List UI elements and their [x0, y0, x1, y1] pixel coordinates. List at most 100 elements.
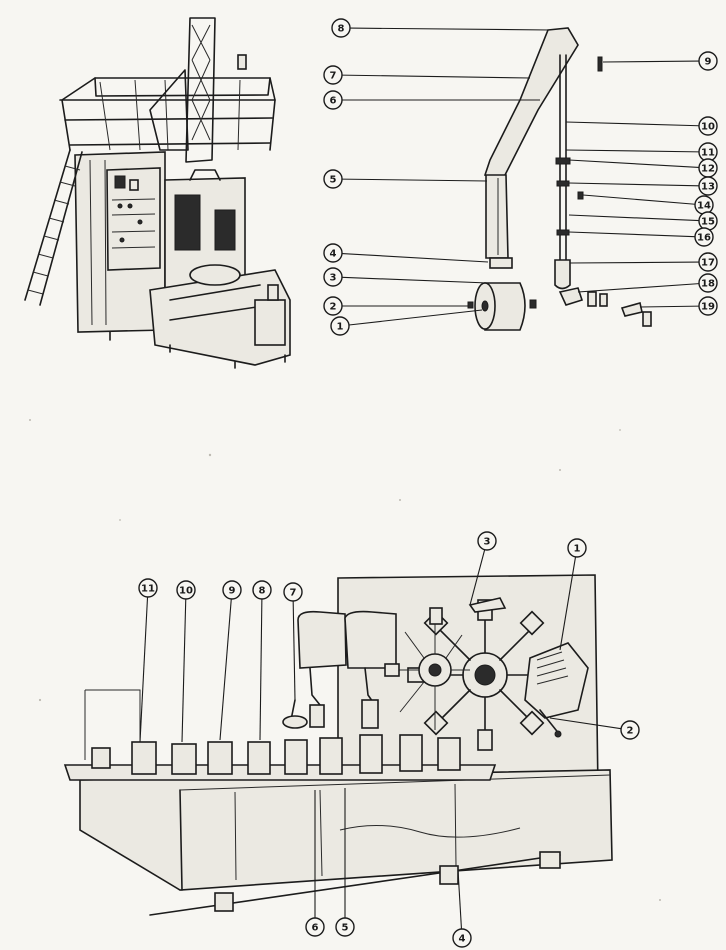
callout-leader-line — [341, 178, 488, 182]
callout-leader-line — [568, 214, 700, 222]
callout-number: 10 — [179, 586, 193, 597]
callout-leader-line — [568, 159, 700, 169]
callout-number: 13 — [701, 182, 715, 193]
callout-exploded-parts-15: 15 — [568, 211, 718, 231]
callout-exploded-parts-14: 14 — [582, 194, 714, 215]
callout-circle — [335, 917, 355, 937]
callout-number: 1 — [574, 544, 581, 555]
callout-number: 18 — [701, 279, 715, 290]
callout-number: 2 — [330, 302, 337, 313]
callout-circle — [698, 51, 718, 71]
callout-number: 19 — [701, 302, 715, 313]
callout-leader-line — [348, 309, 483, 326]
callout-exploded-parts-13: 13 — [568, 176, 718, 196]
callout-leader-line — [341, 276, 489, 284]
callout-circle — [694, 227, 714, 247]
callout-exploded-parts-1: 1 — [330, 309, 483, 336]
callout-number: 1 — [337, 322, 344, 333]
callout-leader-line — [457, 869, 463, 930]
callout-filling-machine-6: 6 — [305, 790, 325, 937]
callout-leader-line — [639, 305, 700, 308]
callout-number: 7 — [290, 588, 297, 599]
machine-overview-drawing — [24, 17, 291, 369]
callout-exploded-parts-12: 12 — [568, 158, 718, 178]
callout-leader-line — [569, 261, 700, 264]
callout-filling-machine-8: 8 — [252, 580, 272, 741]
callout-circle — [698, 273, 718, 293]
callout-circle — [620, 720, 640, 740]
callout-leader-line — [469, 549, 486, 606]
callout-number: 5 — [342, 923, 349, 934]
callout-leader-line — [559, 556, 577, 651]
callout-exploded-parts-18: 18 — [577, 273, 718, 293]
callout-circle — [698, 252, 718, 272]
callout-exploded-parts-19: 19 — [639, 296, 718, 316]
callout-circle — [331, 18, 351, 38]
callout-leader-line — [582, 194, 696, 205]
callout-leader-line — [181, 598, 187, 743]
exploded-parts-drawing — [467, 27, 652, 331]
callout-number: 3 — [330, 273, 337, 284]
callout-number: 9 — [705, 57, 712, 68]
callout-circle — [305, 917, 325, 937]
callout-leader-line — [341, 252, 489, 263]
callout-circle — [452, 928, 472, 948]
callout-exploded-parts-8: 8 — [331, 18, 551, 38]
callout-circle — [138, 578, 158, 598]
paper-texture — [29, 419, 661, 901]
callout-number: 8 — [338, 24, 345, 35]
filling-machine-drawing — [63, 574, 613, 916]
callout-number: 6 — [330, 96, 337, 107]
callout-circle — [176, 580, 196, 600]
callout-number: 5 — [330, 175, 337, 186]
callout-circle — [330, 316, 350, 336]
callout-leader-line — [549, 717, 622, 730]
callout-circle — [222, 580, 242, 600]
callout-leader-line — [219, 598, 232, 741]
callout-leader-line — [349, 27, 551, 31]
callout-number: 12 — [701, 164, 715, 175]
callout-circle — [283, 582, 303, 602]
callout-filling-machine-3: 3 — [469, 531, 497, 606]
callout-exploded-parts-17: 17 — [569, 252, 718, 272]
callout-number: 9 — [229, 586, 236, 597]
callout-filling-machine-10: 10 — [176, 580, 196, 743]
callout-leader-line — [565, 121, 700, 127]
callout-labels: 1234567891011121314151617181912345678910… — [138, 18, 718, 948]
callout-circle — [323, 267, 343, 287]
callout-exploded-parts-6: 6 — [323, 90, 540, 110]
callout-circle — [323, 296, 343, 316]
callout-circle — [698, 176, 718, 196]
callout-number: 3 — [484, 537, 491, 548]
callout-number: 14 — [697, 201, 711, 212]
callout-number: 11 — [701, 148, 715, 159]
callout-circle — [323, 169, 343, 189]
callout-filling-machine-7: 7 — [283, 582, 303, 701]
callout-number: 15 — [701, 217, 715, 228]
callout-number: 8 — [259, 586, 266, 597]
callout-exploded-parts-4: 4 — [323, 243, 489, 263]
callout-number: 10 — [701, 122, 715, 133]
callout-number: 6 — [312, 923, 319, 934]
callout-filling-machine-5: 5 — [335, 788, 355, 937]
callout-filling-machine-11: 11 — [138, 578, 158, 743]
callout-number: 2 — [627, 726, 634, 737]
callout-number: 7 — [330, 71, 337, 82]
callout-filling-machine-4: 4 — [452, 869, 472, 948]
callout-leader-line — [259, 598, 263, 741]
callout-number: 16 — [697, 233, 711, 244]
callout-circle — [323, 65, 343, 85]
callout-number: 4 — [459, 934, 466, 945]
rotary-wheel-rear — [384, 607, 470, 730]
callout-filling-machine-2: 2 — [549, 717, 640, 740]
callout-circle — [477, 531, 497, 551]
callout-filling-machine-9: 9 — [219, 580, 242, 741]
callout-leader-line — [565, 149, 700, 153]
callout-exploded-parts-9: 9 — [602, 51, 718, 71]
callout-exploded-parts-3: 3 — [323, 267, 489, 287]
callout-leader-line — [568, 231, 696, 238]
callout-number: 11 — [141, 584, 155, 595]
callout-filling-machine-1: 1 — [559, 538, 587, 651]
callout-circle — [323, 243, 343, 263]
